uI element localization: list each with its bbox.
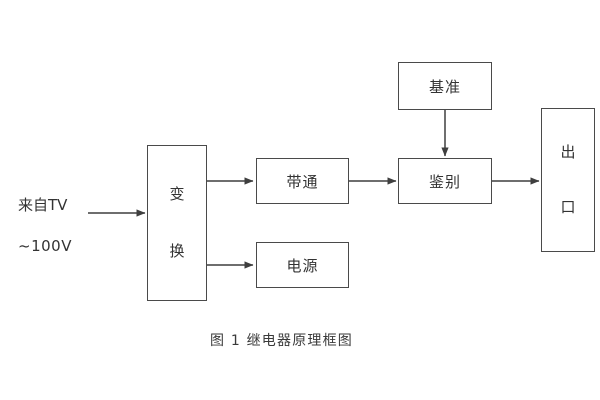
block-reference[interactable]: 基准 bbox=[398, 62, 492, 110]
block-output-char2: 口 bbox=[560, 198, 576, 216]
input-source-label: 来自TV ~100V bbox=[18, 198, 72, 254]
block-output[interactable]: 出 口 bbox=[541, 108, 595, 252]
input-source-line1: 来自TV bbox=[18, 196, 68, 214]
block-power[interactable]: 电源 bbox=[256, 242, 349, 288]
block-bandpass-label: 带通 bbox=[286, 172, 319, 191]
input-source-line2: ~100V bbox=[18, 237, 72, 255]
block-discriminate[interactable]: 鉴别 bbox=[398, 158, 492, 204]
figure-caption: 图 1 继电器原理框图 bbox=[210, 333, 354, 349]
block-output-char1: 出 bbox=[560, 143, 576, 161]
block-bandpass[interactable]: 带通 bbox=[256, 158, 349, 204]
block-convert-char2: 换 bbox=[169, 242, 185, 260]
block-reference-label: 基准 bbox=[428, 77, 461, 96]
block-discriminate-label: 鉴别 bbox=[428, 172, 461, 191]
block-convert-char1: 变 bbox=[169, 185, 185, 203]
block-convert[interactable]: 变 换 bbox=[147, 145, 207, 301]
block-power-label: 电源 bbox=[286, 256, 319, 275]
